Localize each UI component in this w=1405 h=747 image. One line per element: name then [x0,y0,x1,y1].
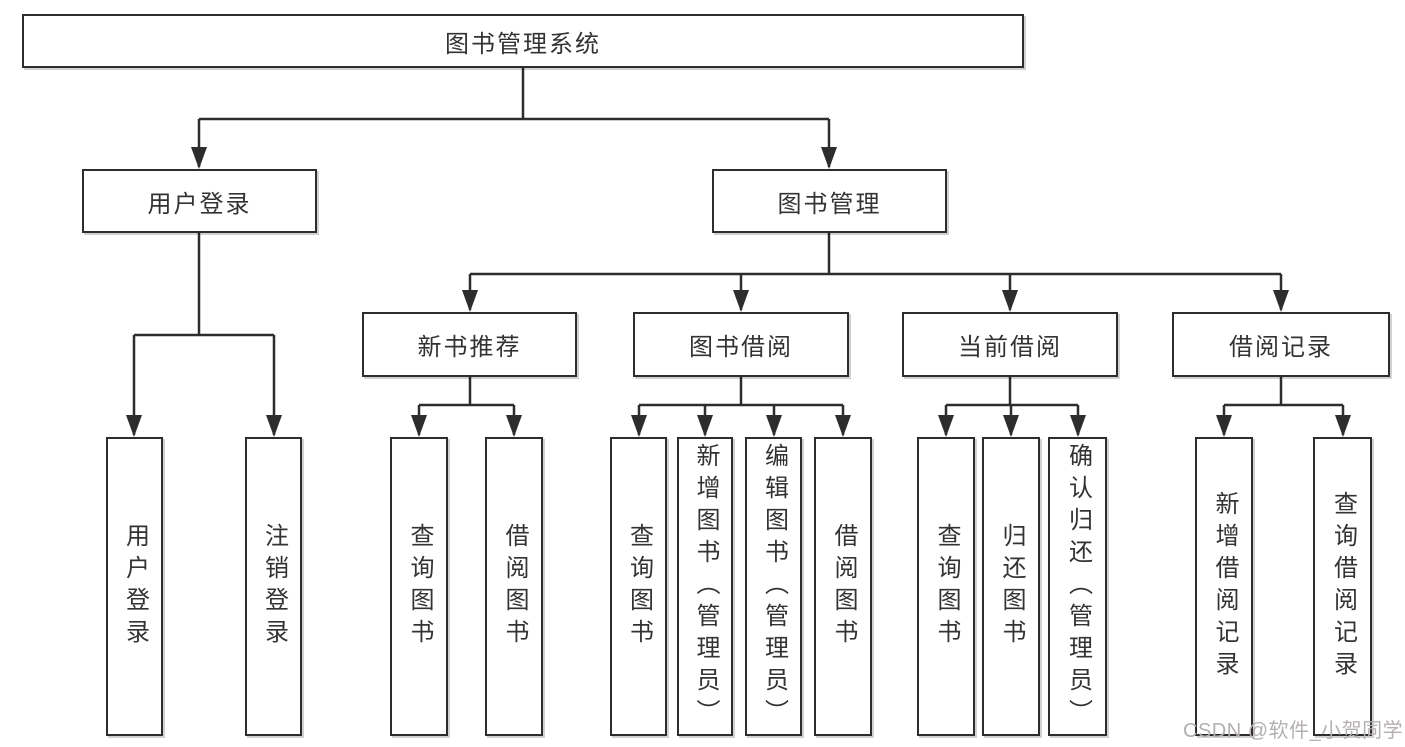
leaf-add-book-admin: 新增图书（管理员） [677,437,733,736]
leaf-label: 查询图书 [933,522,960,651]
edge-root-to-level2 [197,68,831,167]
edge-book-mgmt-to-level3 [468,233,1283,310]
arrow-down-icon [1070,415,1086,437]
watermark: CSDN @软件_小贺同学 [1183,720,1404,742]
leaf-add-borrow-record: 新增借阅记录 [1195,437,1253,736]
arrow-down-icon [733,290,749,312]
node-new-book-recommend: 新书推荐 [362,312,577,377]
leaf-label: 新增图书（管理员） [692,442,719,731]
arrow-down-icon [126,415,142,437]
leaf-query-books-1: 查询图书 [390,437,448,736]
node-current-borrowing: 当前借阅 [902,312,1118,377]
edge-borrow-records-to-leaves [1222,377,1345,435]
node-book-borrowing: 图书借阅 [633,312,849,377]
leaf-label: 借阅图书 [501,522,528,651]
arrow-down-icon [1335,415,1351,437]
leaf-return-books: 归还图书 [982,437,1040,736]
leaf-label: 编辑图书（管理员） [760,442,788,731]
arrow-down-icon [697,415,713,437]
edges [132,68,1345,435]
leaf-edit-book-admin: 编辑图书（管理员） [745,437,802,736]
leaf-query-borrow-record: 查询借阅记录 [1313,437,1372,736]
arrow-down-icon [631,415,647,437]
leaf-borrow-books-1: 借阅图书 [485,437,543,736]
leaf-query-books-2: 查询图书 [610,437,667,736]
leaf-label: 查询借阅记录 [1329,490,1357,683]
leaf-label: 确认归还（管理员） [1064,442,1092,731]
arrow-down-icon [1002,290,1018,312]
node-borrowing-records: 借阅记录 [1172,312,1390,377]
leaf-label: 借阅图书 [830,522,857,651]
edge-new-recommend-to-leaves [417,377,516,435]
leaf-confirm-return-admin: 确认归还（管理员） [1048,437,1107,736]
arrow-down-icon [766,415,782,437]
leaf-label: 查询图书 [625,522,653,651]
leaf-label: 用户登录 [121,522,149,651]
edge-user-login-to-leaves [132,233,276,435]
arrow-down-icon [1003,415,1019,437]
arrow-down-icon [835,415,851,437]
node-user-login: 用户登录 [82,169,317,233]
node-book-management: 图书管理 [712,169,947,233]
arrow-down-icon [266,415,282,437]
leaf-logout: 注销登录 [245,437,302,736]
leaf-label: 查询图书 [406,522,433,651]
edge-book-borrowing-to-leaves [637,377,845,435]
leaf-user-login: 用户登录 [106,437,163,736]
arrow-down-icon [506,415,522,437]
arrow-down-icon [1216,415,1232,437]
leaf-label: 注销登录 [260,522,288,651]
arrow-down-icon [938,415,954,437]
node-library-management-system: 图书管理系统 [22,14,1024,68]
arrow-down-icon [462,290,478,312]
leaf-label: 新增借阅记录 [1211,490,1238,683]
leaf-borrow-books-2: 借阅图书 [814,437,872,736]
edge-current-borrow-to-leaves [944,377,1080,435]
arrow-down-icon [411,415,427,437]
arrow-down-icon [821,147,837,169]
leaf-label: 归还图书 [998,522,1025,651]
arrow-down-icon [191,147,207,169]
arrow-down-icon [1273,290,1289,312]
leaf-query-books-3: 查询图书 [917,437,975,736]
